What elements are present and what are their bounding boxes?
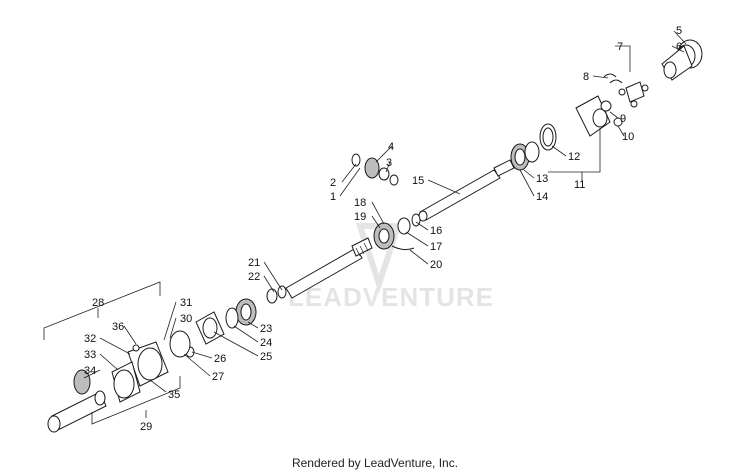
- callout-15: 15: [412, 175, 424, 187]
- callout-30: 30: [180, 313, 192, 325]
- watermark-text: LEADVENTURE: [288, 282, 494, 312]
- callout-29: 29: [140, 421, 152, 433]
- callout-20: 20: [430, 259, 442, 271]
- callout-10: 10: [622, 131, 634, 143]
- lower-housing-assembly: [47, 341, 169, 433]
- callout-21: 21: [248, 257, 260, 269]
- footer-credit: Rendered by LeadVenture, Inc.: [291, 456, 459, 470]
- callout-7: 7: [617, 41, 623, 53]
- callout-8: 8: [583, 71, 589, 83]
- callout-33: 33: [84, 349, 96, 361]
- gear-set-middle: [373, 213, 421, 251]
- callout-35: 35: [168, 389, 180, 401]
- callout-31: 31: [180, 297, 192, 309]
- callout-23: 23: [260, 323, 272, 335]
- callout-36: 36: [112, 321, 124, 333]
- callout-24: 24: [260, 337, 272, 349]
- callout-1: 1: [330, 191, 336, 203]
- callout-17: 17: [430, 241, 442, 253]
- callout-2: 2: [330, 177, 336, 189]
- callout-16: 16: [430, 225, 442, 237]
- callout-28: 28: [92, 297, 104, 309]
- callout-11: 11: [574, 179, 585, 191]
- callout-4: 4: [388, 141, 394, 153]
- callout-9: 9: [620, 113, 626, 125]
- callout-32: 32: [84, 333, 96, 345]
- callout-18: 18: [354, 197, 366, 209]
- callout-12: 12: [568, 151, 580, 163]
- callout-6: 6: [676, 41, 682, 53]
- upper-shaft: [418, 159, 515, 222]
- callout-25: 25: [260, 351, 272, 363]
- bearing-set-lower: [169, 298, 257, 358]
- callout-14: 14: [536, 191, 548, 203]
- callout-34: 34: [84, 365, 96, 377]
- callout-27: 27: [212, 371, 224, 383]
- middle-shaft: [266, 237, 373, 304]
- callout-13: 13: [536, 173, 548, 185]
- u-joint-assembly: [510, 39, 703, 171]
- callout-5: 5: [676, 25, 682, 37]
- callout-19: 19: [354, 211, 366, 223]
- watermark: LEADVENTURE: [288, 223, 494, 312]
- callout-22: 22: [248, 271, 260, 283]
- callout-3: 3: [386, 157, 392, 169]
- callout-26: 26: [214, 353, 226, 365]
- leader-lines: [43, 30, 687, 425]
- callout-labels: 1 2 3 4 5 6 7 8 9 10 11 12 13 14 15 16 1…: [84, 25, 682, 433]
